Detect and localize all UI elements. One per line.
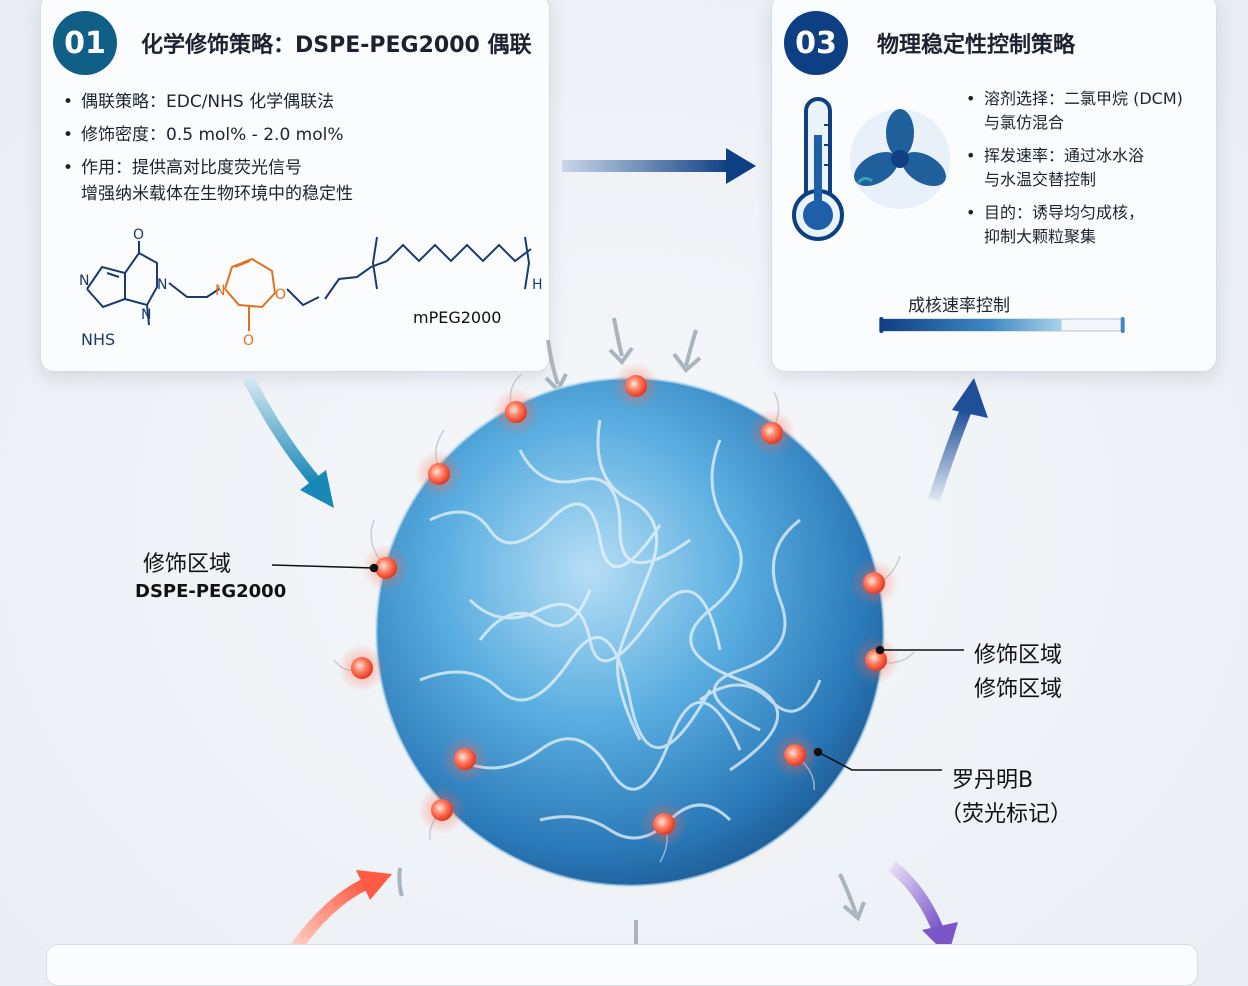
rhodamine-dot [441, 735, 489, 783]
card-title: 化学修饰策略：DSPE-PEG2000 偶联 [141, 33, 532, 58]
arrow-card1-to-card3 [562, 148, 756, 184]
bullet-list: 溶剂选择：二氯甲烷 (DCM) 与氯仿混合 挥发速率：通过冰水浴 与水温交替控制… [964, 87, 1214, 258]
atom-label: N [215, 283, 225, 299]
bullet-text: 挥发速率：通过冰水浴 [984, 146, 1145, 165]
bullet-text: 溶剂选择：二氯甲烷 (DCM) [984, 89, 1183, 108]
bullet-text: 偶联策略：EDC/NHS 化学偶联法 [81, 92, 335, 112]
atom-label: N [157, 277, 167, 293]
atom-label: H [532, 277, 543, 293]
atom-label: O [275, 287, 286, 303]
rhodamine-dot [640, 800, 688, 848]
ether-link [286, 288, 320, 307]
rhodamine-dot [492, 388, 540, 436]
bullet-item: 偶联策略：EDC/NHS 化学偶联法 [61, 89, 531, 115]
atom-label: N [79, 273, 89, 289]
rhodamine-dot [415, 450, 463, 498]
bullet-item: 作用：提供高对比度荧光信号 增强纳米载体在生物环境中的稳定性 [61, 155, 531, 207]
label-fluorescent-tag: （荧光标记） [940, 802, 1073, 827]
peg-label: mPEG2000 [413, 308, 501, 327]
arrow-bottom-left [289, 870, 392, 954]
label-modification-region-left: 修饰区域 [143, 552, 232, 577]
step-number-badge: 03 [784, 11, 848, 75]
bullet-item: 修饰密度：0.5 mol% - 2.0 mol% [61, 122, 531, 148]
arrow-card1-to-sphere [242, 375, 334, 508]
bullet-list: 偶联策略：EDC/NHS 化学偶联法 修饰密度：0.5 mol% - 2.0 m… [61, 89, 531, 214]
peg-start [324, 260, 388, 300]
rhodamine-dot [852, 636, 900, 684]
chemical-modification-card: 01 化学修饰策略：DSPE-PEG2000 偶联 偶联策略：EDC/NHS 化… [40, 0, 550, 372]
rhodamine-dot [771, 731, 819, 779]
nucleation-bar [879, 317, 1125, 333]
card-title: 物理稳定性控制策略 [877, 33, 1076, 58]
nucleation-fill [880, 319, 1062, 331]
chemical-structure: NHS N N N O H mPEG2000 N O O [79, 227, 543, 349]
bullet-text: 抑制大颗粒聚集 [984, 227, 1097, 246]
bullet-item: 目的：诱导均匀成核， 抑制大颗粒聚集 [964, 201, 1214, 249]
atom-label: N [141, 307, 151, 323]
rhodamine-dot [418, 786, 466, 834]
rhodamine-dot [612, 362, 660, 410]
carbamate-ring [224, 257, 277, 309]
label-modification-region-right-1: 修饰区域 [974, 643, 1063, 668]
nanoparticle-diagram [242, 148, 988, 956]
input-arrows [397, 317, 866, 950]
bullet-text: 作用：提供高对比度荧光信号 [81, 158, 302, 178]
atom-label: O [243, 333, 254, 349]
peg-chain [386, 243, 532, 263]
bullet-item: 溶剂选择：二氯甲烷 (DCM) 与氯仿混合 [964, 87, 1214, 135]
slider-handle-right [1120, 317, 1125, 333]
rhodamine-dot [338, 644, 386, 692]
arrow-sphere-to-card3 [928, 378, 988, 502]
fluorescent-dots [338, 362, 900, 848]
label-dspe-peg: DSPE-PEG2000 [135, 581, 287, 602]
rhodamine-dot [850, 559, 898, 607]
step-number-badge: 01 [53, 11, 117, 75]
bullet-text: 与氯仿混合 [984, 113, 1065, 132]
bottom-card-edge [46, 944, 1198, 986]
fan-icon [850, 109, 950, 209]
nucleation-label: 成核速率控制 [908, 296, 1010, 316]
rhodamine-dot [748, 409, 796, 457]
bullet-text: 与水温交替控制 [984, 170, 1097, 189]
bullet-text: 目的：诱导均匀成核， [984, 203, 1145, 222]
physical-stability-card: 03 物理稳定性控制策略 溶剂选择：二氯甲烷 (DCM) 与氯仿混合 挥发速率：… [771, 0, 1217, 372]
arrow-bottom-right [888, 861, 958, 956]
nhs-label: NHS [81, 330, 115, 349]
label-modification-region-right-2: 修饰区域 [974, 677, 1063, 702]
thermometer-icon [792, 97, 844, 241]
bullet-text: 修饰密度：0.5 mol% - 2.0 mol% [81, 125, 344, 145]
linker-chain [168, 282, 220, 298]
leader-lines [271, 563, 964, 771]
bullet-item: 挥发速率：通过冰水浴 与水温交替控制 [964, 144, 1214, 192]
fused-ring [124, 251, 158, 307]
bullet-text: 增强纳米载体在生物环境中的稳定性 [81, 184, 353, 204]
label-rhodamine: 罗丹明B [952, 768, 1034, 793]
rhodamine-dot [362, 544, 410, 592]
slider-handle-left [879, 317, 884, 333]
nhs-ring [86, 265, 126, 309]
atom-label: O [133, 227, 144, 243]
